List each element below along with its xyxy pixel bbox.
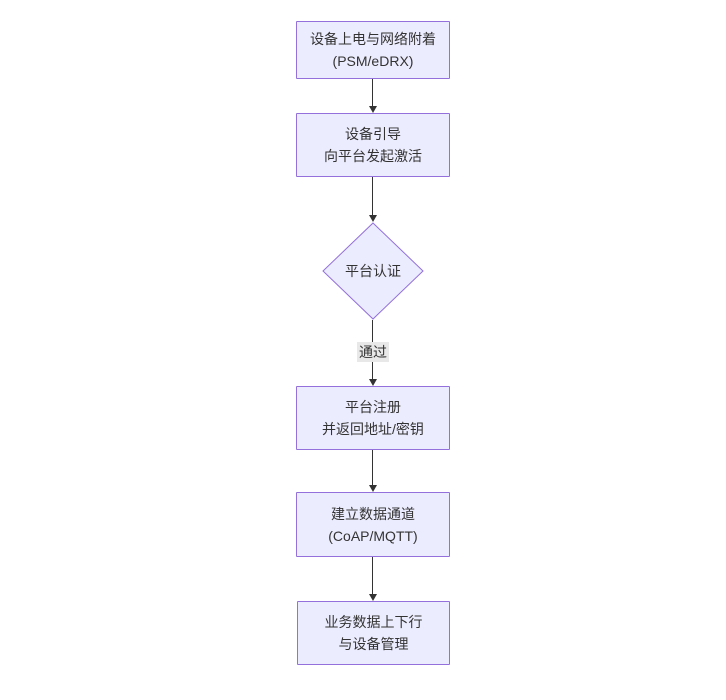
arrowhead-down-icon (369, 215, 377, 222)
flow-node-device-bootstrap: 设备引导 向平台发起激活 (296, 113, 450, 177)
arrowhead-down-icon (369, 379, 377, 386)
node-text-line: 平台认证 (345, 263, 401, 279)
arrowhead-down-icon (369, 106, 377, 113)
edge-line (372, 557, 373, 594)
flow-node-power-network-attach: 设备上电与网络附着 (PSM/eDRX) (296, 21, 450, 79)
arrowhead-down-icon (369, 594, 377, 601)
node-text-line: (PSM/eDRX) (332, 53, 414, 69)
node-text-line: 并返回地址/密钥 (322, 421, 424, 437)
flow-node-platform-register: 平台注册 并返回地址/密钥 (296, 386, 450, 450)
edge-line (372, 177, 373, 215)
node-text-line: 与设备管理 (338, 636, 409, 652)
node-text-line: (CoAP/MQTT) (328, 527, 418, 544)
node-text-line: 建立数据通道 (331, 505, 415, 522)
edge-line (372, 79, 373, 106)
flow-node-business-data-device-mgmt: 业务数据上下行 与设备管理 (297, 601, 450, 665)
flow-node-data-channel: 建立数据通道 (CoAP/MQTT) (296, 492, 450, 557)
diamond-shape (322, 222, 424, 320)
edge-label-pass: 通过 (357, 342, 389, 362)
node-text-line: 设备引导 (345, 126, 401, 142)
node-text-line: 平台注册 (345, 399, 401, 415)
arrowhead-down-icon (369, 485, 377, 492)
edge-line (372, 450, 373, 485)
flow-node-decision-platform-auth: 平台认证 (322, 222, 424, 320)
node-text-line: 业务数据上下行 (324, 614, 423, 630)
node-text-line: 向平台发起激活 (324, 148, 422, 164)
node-text-line: 设备上电与网络附着 (310, 31, 436, 47)
